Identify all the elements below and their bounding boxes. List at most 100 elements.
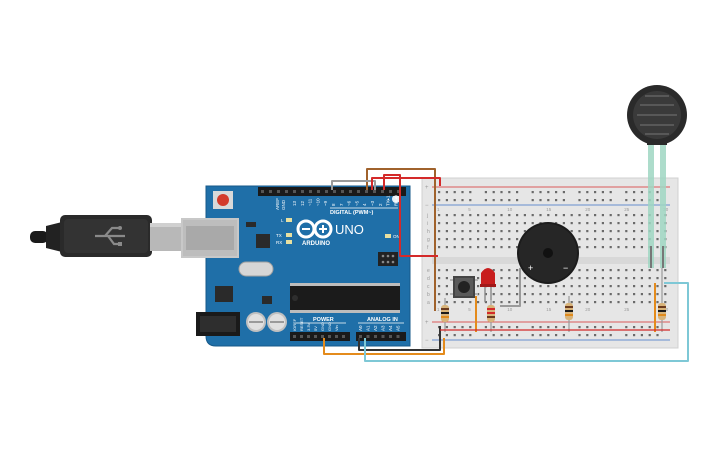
header-hole[interactable] — [293, 335, 296, 338]
row-label: c — [427, 284, 430, 290]
header-hole[interactable] — [365, 190, 368, 193]
header-hole[interactable] — [309, 190, 312, 193]
digital-pin-label: ~6 — [347, 200, 352, 206]
header-hole[interactable] — [300, 335, 303, 338]
power-header[interactable] — [290, 332, 350, 341]
rail-plus-bottom: + — [425, 320, 429, 326]
analog-pin-label: A1 — [366, 325, 371, 331]
resistor-sensor[interactable] — [658, 268, 666, 332]
column-label: 1 — [437, 307, 440, 312]
header-hole[interactable] — [269, 190, 272, 193]
analog-label: ANALOG IN — [367, 317, 398, 323]
analog-pin-label: A3 — [381, 325, 386, 331]
header-hole[interactable] — [341, 190, 344, 193]
on-label: ON — [393, 234, 400, 239]
row-label: f — [427, 245, 429, 251]
piezo-buzzer[interactable]: + − — [517, 222, 579, 284]
wire-gray-buzzer[interactable] — [500, 268, 521, 307]
wire-brown[interactable] — [366, 168, 436, 311]
digital-pin-label: 7 — [339, 203, 344, 206]
arduino-logo — [296, 219, 333, 239]
analog-header[interactable] — [356, 332, 406, 341]
header-hole[interactable] — [317, 190, 320, 193]
capacitor-1 — [246, 312, 266, 332]
usb-cable[interactable] — [30, 215, 186, 257]
digital-header[interactable] — [258, 187, 406, 196]
row-label: d — [427, 276, 430, 282]
power-pin-label: GND — [320, 322, 325, 331]
force-sensitive-resistor[interactable] — [627, 85, 687, 268]
column-label: 25 — [624, 207, 630, 212]
digital-pin-label: 13 — [292, 200, 297, 206]
header-hole[interactable] — [366, 335, 370, 338]
header-hole[interactable] — [261, 190, 264, 193]
header-hole[interactable] — [374, 335, 377, 338]
wire-black-a0[interactable] — [358, 326, 441, 351]
resistor-buzzer[interactable] — [565, 296, 573, 332]
buzzer-plus: + — [528, 263, 533, 273]
header-hole[interactable] — [285, 190, 288, 193]
header-hole[interactable] — [396, 335, 400, 338]
header-hole[interactable] — [357, 190, 360, 193]
header-hole[interactable] — [333, 190, 336, 193]
wire-gray-digital[interactable] — [331, 180, 376, 190]
header-hole[interactable] — [325, 190, 328, 193]
pushbutton[interactable] — [450, 276, 478, 298]
header-hole[interactable] — [328, 335, 331, 338]
power-pin-label: IOREF — [292, 318, 297, 331]
wire-red-digital[interactable] — [383, 174, 438, 257]
header-hole[interactable] — [335, 335, 338, 338]
capacitor-2 — [267, 312, 287, 332]
header-hole[interactable] — [301, 190, 304, 193]
header-hole[interactable] — [321, 335, 324, 338]
red-led[interactable] — [480, 268, 496, 302]
header-hole[interactable] — [342, 335, 345, 338]
header-hole[interactable] — [349, 190, 352, 193]
header-hole[interactable] — [373, 190, 376, 193]
led-rx-label: RX — [276, 240, 282, 245]
analog-pin-label: A4 — [388, 325, 393, 331]
column-label: 1 — [437, 207, 440, 212]
led-tx-label: TX — [276, 233, 282, 238]
power-pin-label: 5V — [313, 326, 318, 331]
header-hole[interactable] — [314, 335, 317, 338]
header-hole[interactable] — [293, 190, 296, 193]
wire-orange-gnd[interactable] — [323, 338, 445, 355]
header-hole[interactable] — [389, 335, 392, 338]
brand-label: ARDUINO — [302, 241, 330, 247]
reset-button[interactable] — [213, 191, 233, 209]
on-led: ON — [385, 234, 400, 239]
led-l-label: L — [281, 218, 284, 223]
wire-cyan-a1[interactable] — [364, 282, 689, 362]
gnd-label: GND — [281, 199, 286, 210]
resistor-button[interactable] — [441, 298, 449, 332]
column-label: 25 — [624, 307, 630, 312]
digital-pin-label: ~10 — [315, 198, 320, 206]
header-hole[interactable] — [307, 335, 310, 338]
row-label: e — [427, 268, 430, 274]
digital-pin-label: 4 — [362, 203, 367, 206]
digital-pin-label: ~11 — [308, 198, 313, 206]
resistor-led[interactable] — [487, 300, 495, 332]
header-hole[interactable] — [397, 190, 400, 193]
header-hole[interactable] — [277, 190, 280, 193]
wires — [323, 168, 689, 362]
aref-label: AREF — [275, 198, 280, 210]
header-hole[interactable] — [381, 190, 384, 193]
buzzer-minus: − — [563, 263, 568, 273]
column-label: 15 — [546, 307, 552, 312]
column-label: 5 — [468, 207, 471, 212]
header-hole[interactable] — [359, 335, 362, 338]
power-label: POWER — [313, 317, 334, 323]
wire-red-rail[interactable] — [371, 177, 441, 190]
power-pin-label: 3.3V — [306, 322, 311, 331]
header-hole[interactable] — [381, 335, 385, 338]
rail-plus-top: + — [425, 185, 429, 191]
header-hole[interactable] — [389, 190, 392, 193]
